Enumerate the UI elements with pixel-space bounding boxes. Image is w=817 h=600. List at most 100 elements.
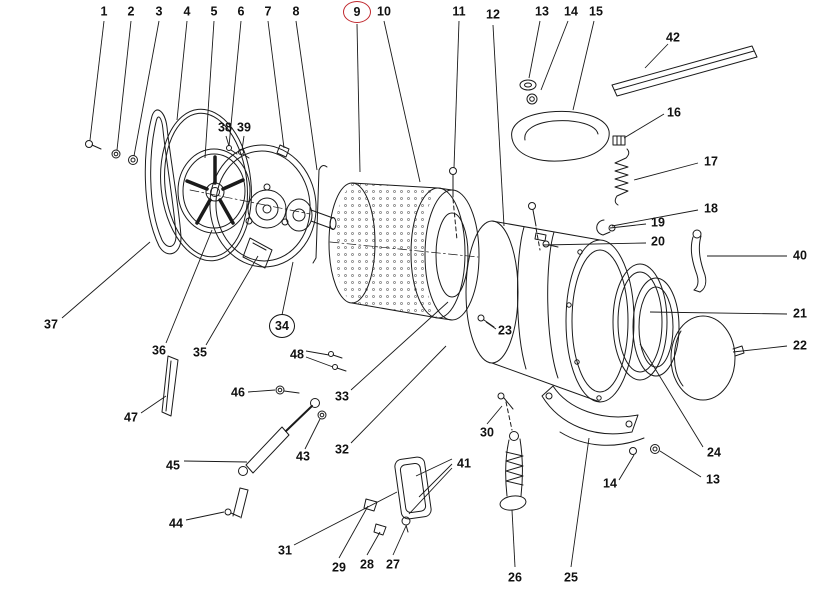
leader-line-17: [633, 162, 699, 181]
leader-line-2: [116, 20, 132, 151]
u-clip: [596, 219, 611, 236]
counterweight: [511, 110, 610, 162]
part-label-29[interactable]: 29: [332, 560, 346, 575]
drum: [328, 182, 480, 321]
part-label-3[interactable]: 3: [155, 4, 163, 19]
leader-line-46: [247, 389, 276, 393]
part-label-8[interactable]: 8: [292, 4, 300, 19]
pulley: [177, 148, 251, 234]
leader-line-4: [176, 20, 188, 121]
leader-line-22: [732, 345, 788, 353]
cross-strip: [611, 45, 758, 97]
part-label-14[interactable]: 14: [564, 4, 578, 19]
screw-30: [497, 392, 514, 431]
part-label-38[interactable]: 38: [218, 120, 232, 135]
screws-48: [328, 351, 347, 372]
suspension-rod: [312, 165, 328, 264]
leader-line-8: [295, 20, 318, 171]
part-label-13[interactable]: 13: [535, 4, 549, 19]
part-label-19[interactable]: 19: [651, 215, 665, 230]
part-label-31[interactable]: 31: [278, 543, 292, 558]
bolt-23: [477, 314, 495, 328]
leader-line-5: [204, 20, 215, 159]
cover-plate: [670, 315, 745, 401]
leader-line-9: [356, 23, 361, 173]
part-label-27[interactable]: 27: [386, 557, 400, 572]
part-label-17[interactable]: 17: [704, 154, 718, 169]
part-label-22[interactable]: 22: [793, 338, 807, 353]
tub-studs: [528, 202, 616, 251]
part-label-21[interactable]: 21: [793, 306, 807, 321]
part-label-46[interactable]: 46: [231, 385, 245, 400]
part-label-15[interactable]: 15: [589, 4, 603, 19]
screws-38-39: [226, 145, 250, 159]
leader-line-28: [366, 531, 381, 556]
leader-line-36: [165, 229, 213, 344]
leader-line-34: [281, 261, 294, 316]
part-label-45[interactable]: 45: [166, 458, 180, 473]
leader-line-24: [639, 343, 704, 448]
leader-line-32: [350, 345, 447, 444]
nut-43: [317, 410, 327, 420]
part-label-39[interactable]: 39: [237, 120, 251, 135]
part-label-4[interactable]: 4: [183, 4, 191, 19]
part-label-9-circled[interactable]: 9: [343, 1, 371, 23]
part-label-48[interactable]: 48: [290, 347, 304, 362]
part-label-44[interactable]: 44: [169, 516, 183, 531]
leader-line-39: [241, 135, 245, 151]
small-clip: [276, 144, 290, 158]
part-label-34-circled[interactable]: 34: [269, 314, 295, 338]
part-label-28[interactable]: 28: [360, 557, 374, 572]
part-label-30[interactable]: 30: [480, 425, 494, 440]
leader-line-14: [618, 454, 635, 481]
leader-line-23: [485, 321, 497, 330]
part-label-37[interactable]: 37: [44, 317, 58, 332]
leader-line-7: [267, 20, 285, 149]
bracket-47: [161, 355, 179, 417]
leader-line-31: [293, 491, 398, 546]
part-label-18[interactable]: 18: [704, 201, 718, 216]
part-label-5[interactable]: 5: [210, 4, 218, 19]
part-label-24[interactable]: 24: [707, 445, 721, 460]
part-label-11[interactable]: 11: [452, 4, 466, 19]
center-lines: [189, 189, 479, 258]
door-gasket: [632, 277, 680, 377]
leader-line-48: [305, 350, 330, 356]
part-label-23[interactable]: 23: [498, 323, 512, 338]
part-label-20[interactable]: 20: [651, 234, 665, 249]
pivot-arm: [690, 229, 707, 293]
leader-line-18: [611, 209, 699, 227]
leader-line-3: [133, 20, 160, 157]
leader-line-11: [453, 20, 460, 169]
leader-line-41: [408, 467, 453, 515]
part-label-13[interactable]: 13: [706, 472, 720, 487]
bolt-46: [275, 385, 300, 395]
part-label-26[interactable]: 26: [508, 570, 522, 585]
part-label-10[interactable]: 10: [377, 4, 391, 19]
part-label-25[interactable]: 25: [564, 570, 578, 585]
part-label-12[interactable]: 12: [486, 7, 500, 22]
leader-line-26: [511, 509, 516, 568]
part-label-32[interactable]: 32: [335, 442, 349, 457]
part-label-7[interactable]: 7: [264, 4, 272, 19]
small-clips: [363, 498, 411, 536]
part-label-2[interactable]: 2: [127, 4, 135, 19]
gasket-ring: [160, 108, 252, 262]
mounting-frame: [394, 456, 432, 520]
part-label-41[interactable]: 41: [457, 456, 471, 471]
part-label-40[interactable]: 40: [793, 248, 807, 263]
part-label-33[interactable]: 33: [335, 389, 349, 404]
part-label-1[interactable]: 1: [100, 4, 108, 19]
part-label-14[interactable]: 14: [603, 476, 617, 491]
suspension-leg: [499, 431, 527, 511]
part-label-42[interactable]: 42: [666, 30, 680, 45]
part-label-47[interactable]: 47: [124, 410, 138, 425]
part-label-36[interactable]: 36: [152, 343, 166, 358]
part-label-35[interactable]: 35: [193, 345, 207, 360]
part-label-6[interactable]: 6: [237, 4, 245, 19]
part-label-43[interactable]: 43: [296, 449, 310, 464]
part-label-16[interactable]: 16: [667, 105, 681, 120]
belt: [144, 109, 182, 255]
